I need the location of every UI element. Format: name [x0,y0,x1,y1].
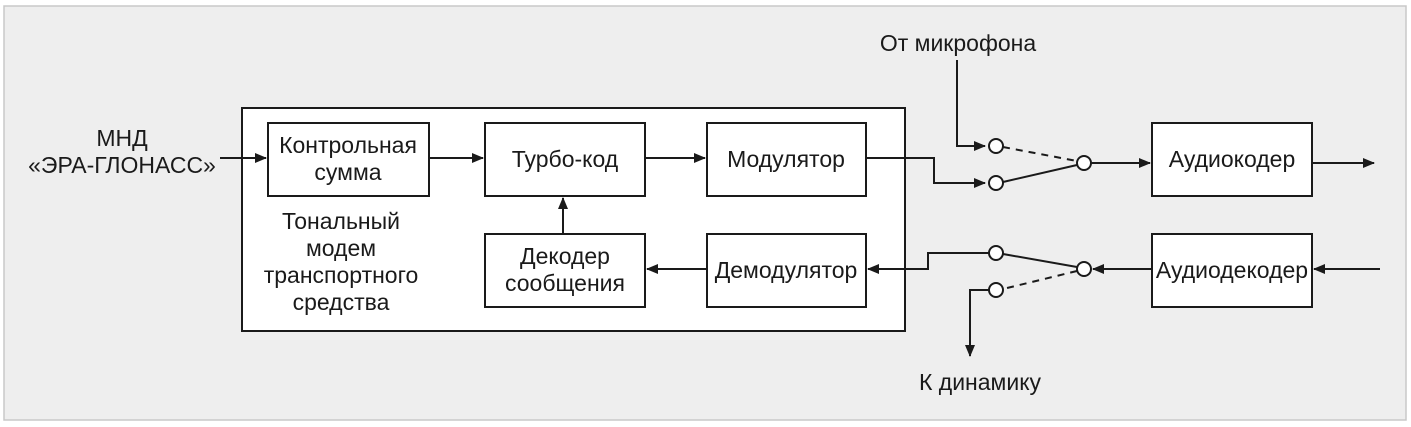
switch-icon [988,138,1004,154]
switch-icon [988,245,1004,261]
demodulator-label: Демодулятор [715,257,858,283]
label-line: транспортного [264,262,419,288]
modulator-label: Модулятор [727,146,845,172]
audiodecoder-block [1151,233,1313,308]
switch-icon [988,282,1004,298]
label-line: Тональный [282,208,400,234]
arrow-icon [956,60,986,151]
arrow-icon [965,289,989,357]
label-line: сумма [314,159,381,185]
checksum-block [267,122,430,197]
turbo-code-label: Турбо-код [512,146,619,172]
label-line: «ЭРА-ГЛОНАСС» [28,152,216,178]
modulator-block [706,122,867,197]
label-line: МНД [96,125,148,151]
audiocoder-label: Аудиокодер [1169,146,1296,172]
label-line: Аудиокодер [1169,146,1296,172]
demodulator-block [706,233,867,308]
switch-contact-closed [1002,253,1078,268]
audiocoder-block [1151,122,1313,197]
decoder-block [484,233,646,308]
label-line: Турбо-код [512,146,619,172]
switch-icon [988,175,1004,191]
label-line: сообщения [505,270,625,296]
turbo-code-block [484,122,646,197]
switch-contact-closed [1002,164,1078,183]
label-line: средства [293,289,390,315]
switch-icon [1076,155,1092,171]
label-line: Контрольная [279,132,417,158]
label-line: Декодер [520,243,610,269]
microphone-label: От микрофона [880,30,1037,56]
label-line: Демодулятор [715,257,858,283]
speaker-label: К динамику [919,369,1042,395]
label-line: Модулятор [727,146,845,172]
input-label: МНД«ЭРА-ГЛОНАСС» [28,125,216,178]
audiodecoder-label: Аудиодекодер [1156,257,1308,283]
label-line: Аудиодекодер [1156,257,1308,283]
arrow-icon [867,252,989,274]
arrow-icon [867,157,986,188]
switch-icon [1076,261,1092,277]
label-line: модем [306,235,376,261]
